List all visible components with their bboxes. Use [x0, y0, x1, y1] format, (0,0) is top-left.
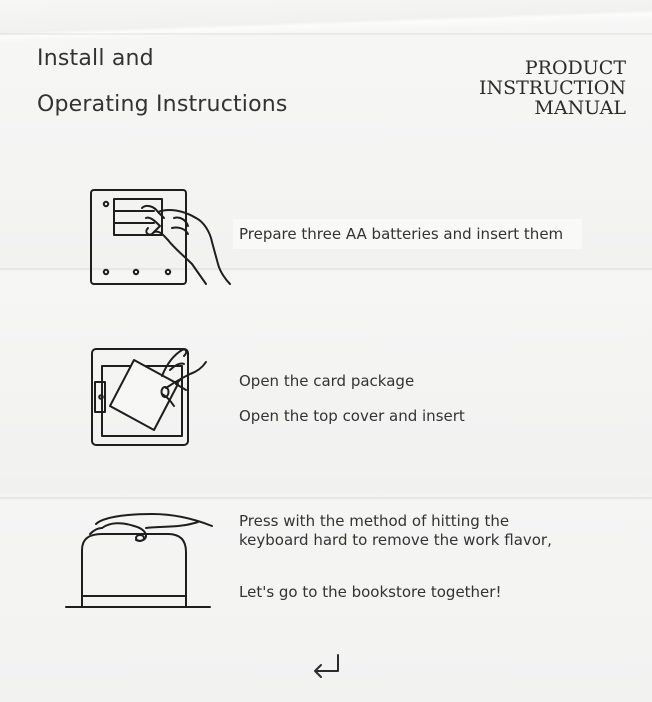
card-insert-illustration — [91, 348, 207, 446]
return-arrow-icon[interactable] — [310, 652, 342, 682]
title-line-1: Install and — [37, 46, 154, 71]
paper-crease — [0, 497, 652, 499]
step-3-text-1: Press with the method of hitting the — [239, 512, 510, 530]
step-1-text: Prepare three AA batteries and insert th… — [239, 225, 564, 243]
product-line-2: INSTRUCTION — [478, 77, 626, 99]
step-2-text-1: Open the card package — [239, 372, 415, 390]
product-line-1: PRODUCT — [524, 57, 626, 79]
step-1-label-background — [233, 219, 582, 249]
product-line-3: MANUAL — [534, 97, 626, 119]
product-manual-heading: PRODUCT INSTRUCTION MANUAL — [479, 58, 626, 118]
paper-crease — [0, 33, 652, 35]
step-2-text-2: Open the top cover and insert — [239, 407, 465, 425]
press-device-illustration — [65, 513, 213, 608]
step-3-text-3: Let's go to the bookstore together! — [239, 583, 502, 601]
paper-crease — [0, 268, 652, 270]
title-line-2: Operating Instructions — [37, 92, 288, 117]
step-3-text-2: keyboard hard to remove the work flavor, — [239, 531, 552, 549]
battery-insert-illustration — [90, 189, 231, 285]
